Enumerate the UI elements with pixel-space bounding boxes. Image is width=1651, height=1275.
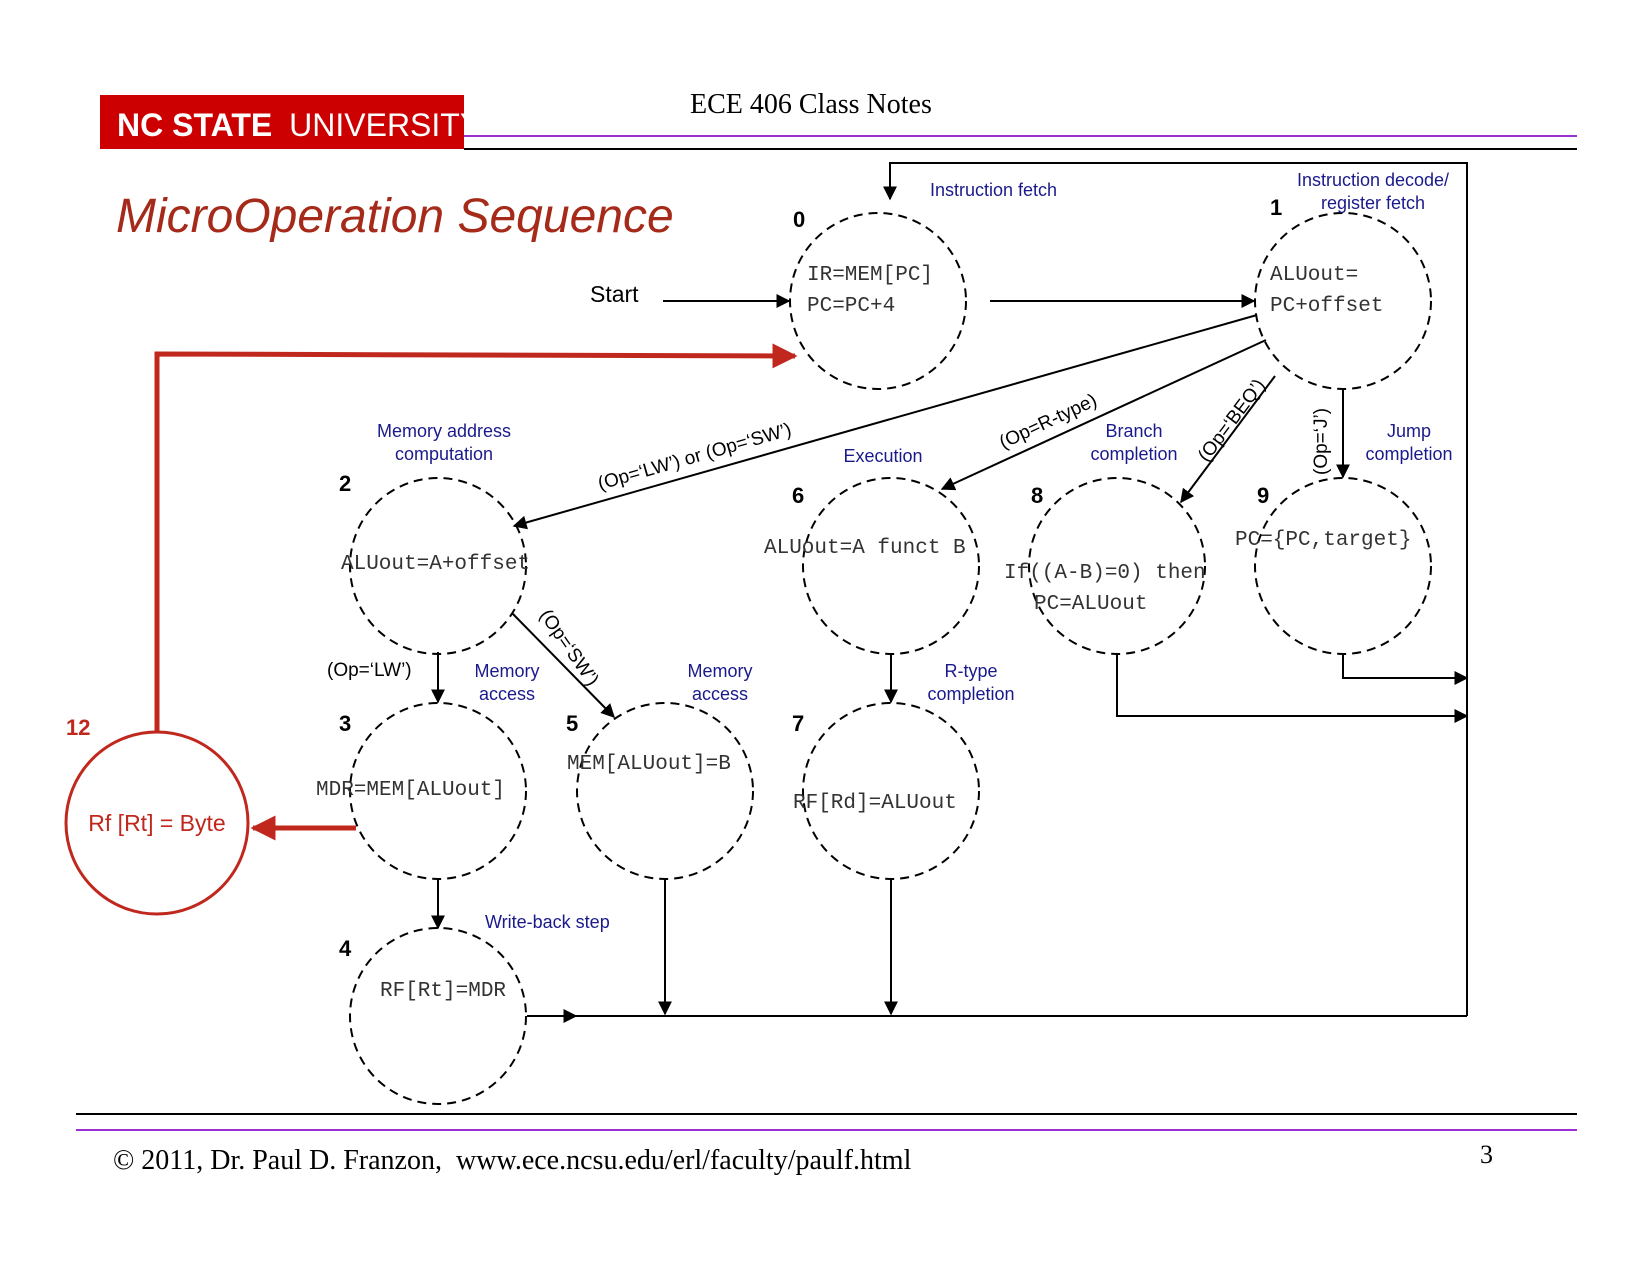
logo-text: NC STATE UNIVERSITY <box>117 107 481 143</box>
state-number: 5 <box>566 711 578 736</box>
state-number: 12 <box>66 715 90 740</box>
state-number: 2 <box>339 471 351 496</box>
state-7-circle <box>802 702 980 880</box>
wires <box>431 162 1469 1023</box>
state-op: MEM[ALUout]=B <box>567 753 731 776</box>
state-op: MDR=MEM[ALUout] <box>316 779 505 802</box>
state-number: 3 <box>339 711 351 736</box>
footer-copyright: © 2011, Dr. Paul D. Franzon, www.ece.ncs… <box>113 1145 912 1176</box>
state-numbers: 0 1 2 3 4 5 6 7 8 9 12 <box>66 195 1282 961</box>
state-9-circle <box>1254 477 1432 655</box>
transition-beq: (Op=‘BEQ’) <box>1194 375 1270 466</box>
page-number: 3 <box>1480 1140 1493 1169</box>
state-op: RF[Rt]=MDR <box>380 980 506 1003</box>
state-title: completion <box>1365 444 1452 464</box>
state-op: If((A-B)=0) then <box>1004 562 1206 585</box>
state-title: Write-back step <box>485 912 610 932</box>
transition-jump: (Op=‘J’) <box>1311 408 1332 475</box>
state-5-circle <box>576 702 754 880</box>
state-title: Instruction fetch <box>930 180 1057 200</box>
state-op: PC=ALUout <box>1034 593 1147 616</box>
state-1-circle <box>1254 212 1432 390</box>
state-number: 0 <box>793 207 805 232</box>
state-title: completion <box>1090 444 1177 464</box>
state-2-circle <box>349 477 527 655</box>
state-title: access <box>692 684 748 704</box>
start-label: Start <box>590 281 639 307</box>
state-title: Jump <box>1387 421 1431 441</box>
state-op: PC=PC+4 <box>807 295 895 318</box>
state-number: 9 <box>1257 483 1269 508</box>
state-12-circle <box>64 730 250 916</box>
slide-title: MicroOperation Sequence <box>116 190 674 243</box>
state-title: access <box>479 684 535 704</box>
state-op: IR=MEM[PC] <box>807 264 933 287</box>
state-title: computation <box>395 444 493 464</box>
transition-lw: (Op=‘LW’) <box>327 660 412 681</box>
state-title: Memory <box>687 661 752 681</box>
state-8-circle <box>1028 477 1206 655</box>
state-titles: Instruction fetch Instruction decode/ re… <box>377 170 1453 932</box>
logo-box <box>100 95 464 149</box>
state-title: Execution <box>843 446 922 466</box>
state-number: 4 <box>339 936 352 961</box>
state-number: 1 <box>1270 195 1282 220</box>
state-op: ALUout=A funct B <box>764 537 966 560</box>
state-op: ALUout= <box>1270 264 1358 287</box>
footer: © 2011, Dr. Paul D. Franzon, www.ece.ncs… <box>76 1113 1577 1176</box>
state-circles <box>64 212 1432 1105</box>
state-number: 7 <box>792 711 804 736</box>
state-title: Instruction decode/ <box>1297 170 1449 190</box>
transition-r-type: (Op=R-type) <box>996 390 1100 453</box>
course-title: ECE 406 Class Notes <box>690 89 932 120</box>
state-4-circle <box>349 927 527 1105</box>
state-title: completion <box>927 684 1014 704</box>
state-op: PC={PC,target} <box>1235 529 1411 552</box>
state-title: Memory address <box>377 421 511 441</box>
state-title: register fetch <box>1321 193 1425 213</box>
state-op: RF[Rd]=ALUout <box>793 792 957 815</box>
state-0-circle <box>789 212 967 390</box>
state-6-circle <box>802 477 980 655</box>
state-op: PC+offset <box>1270 295 1383 318</box>
state-3-circle <box>349 702 527 880</box>
state-title: Memory <box>474 661 539 681</box>
state-12-op: Rf [Rt] = Byte <box>88 810 225 836</box>
state-operations: IR=MEM[PC] PC=PC+4 ALUout= PC+offset ALU… <box>316 264 1411 1003</box>
state-title: R-type <box>944 661 997 681</box>
red-path <box>154 343 798 841</box>
state-number: 6 <box>792 483 804 508</box>
state-number: 8 <box>1031 483 1043 508</box>
transition-lw-or-sw: (Op=‘LW’) or (Op=‘SW’) <box>596 419 794 494</box>
state-title: Branch <box>1105 421 1162 441</box>
header: NC STATE UNIVERSITY ECE 406 Class Notes <box>100 89 1577 150</box>
state-op: ALUout=A+offset <box>341 553 530 576</box>
